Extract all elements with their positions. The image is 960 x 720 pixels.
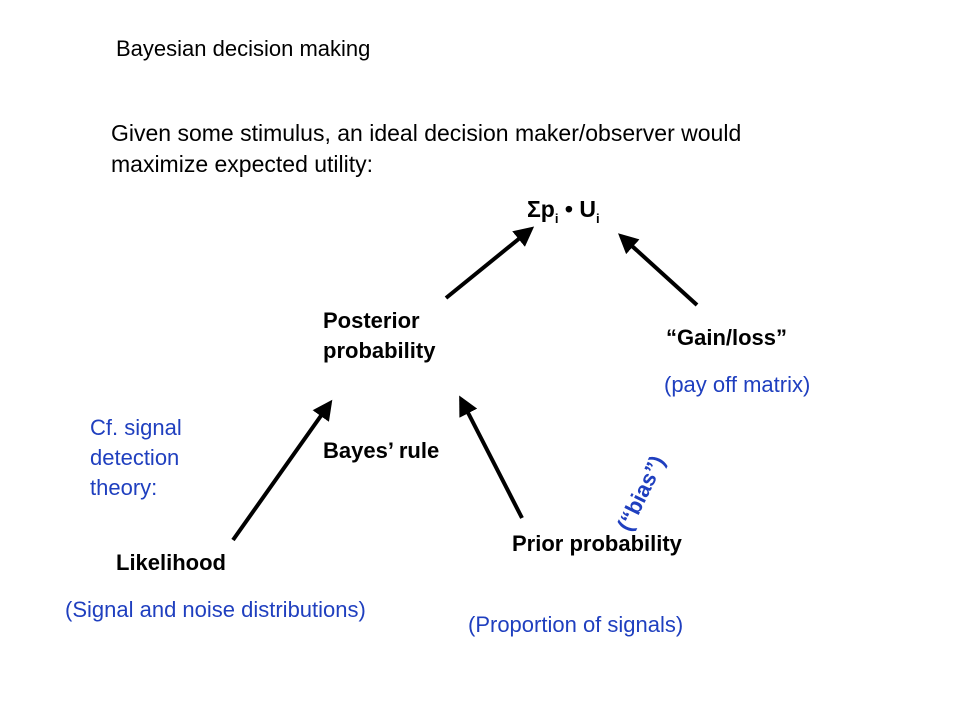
proportion-note: (Proportion of signals) — [468, 612, 684, 637]
posterior-probability-label: Posterior probability — [323, 308, 436, 363]
signal-detection-note: Cf. signal detection theory: — [90, 415, 182, 500]
slide-title: Bayesian decision making — [116, 36, 371, 61]
gain-loss-label: “Gain/loss” — [666, 325, 788, 350]
likelihood-label: Likelihood — [116, 550, 226, 575]
arrow-posterior-to-utility — [444, 226, 535, 300]
payoff-matrix-note: (pay off matrix) — [664, 372, 811, 397]
formula-subscript-i: i — [595, 211, 600, 226]
prior-probability-label: Prior probability — [512, 531, 682, 556]
signal-noise-note: (Signal and noise distributions) — [65, 597, 366, 622]
bayes-rule-label: Bayes’ rule — [323, 438, 440, 463]
formula-subscript-i: i — [554, 211, 559, 226]
arrow-prior-to-posterior — [459, 395, 524, 519]
arrow-gain-to-utility — [618, 233, 699, 307]
formula-sigma-p: Σp — [527, 196, 555, 222]
formula-bullet-u: • U — [558, 196, 596, 222]
intro-text: Given some stimulus, an ideal decision m… — [111, 120, 742, 177]
expected-utility-formula: Σpi • Ui — [527, 196, 600, 227]
arrow-likelihood-to-posterior — [231, 399, 333, 542]
